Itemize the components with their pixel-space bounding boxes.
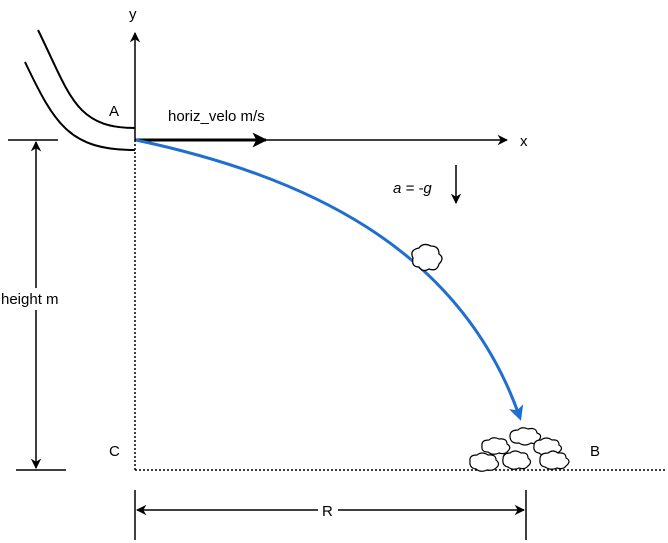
acceleration-label: a = -g xyxy=(393,180,432,197)
x-axis-label: x xyxy=(520,133,528,150)
y-axis-label: y xyxy=(129,6,137,23)
point-a-label: A xyxy=(109,103,119,120)
cliff-edge xyxy=(24,29,136,151)
point-b-label: B xyxy=(590,443,600,460)
rock-pile-icon xyxy=(469,427,570,472)
range-label: R xyxy=(322,503,333,520)
rock-icon xyxy=(411,243,443,272)
point-c-label: C xyxy=(109,443,120,460)
height-label: height m xyxy=(1,291,59,308)
velocity-label: horiz_velo m/s xyxy=(168,108,265,125)
trajectory-curve xyxy=(135,138,524,421)
